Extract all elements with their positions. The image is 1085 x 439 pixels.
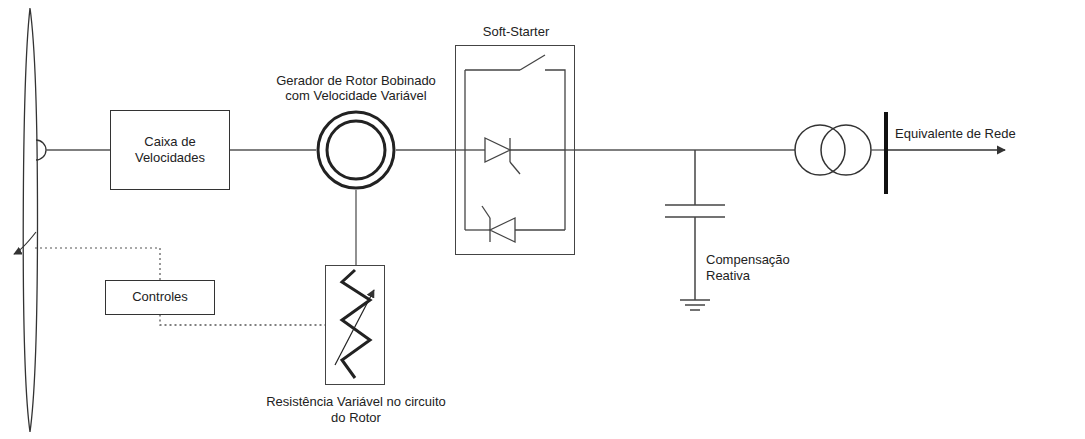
node-label: Caixa de Velocidades [128,134,212,165]
grid-bus-bar [884,112,888,194]
bus-wire [575,149,795,150]
shaft-wire [355,190,356,265]
gearbox-box: Caixa de Velocidades [110,110,230,190]
soft-starter-box: Soft-Starter [455,45,575,255]
turbine-blade [14,8,110,432]
controls-box: Controles [105,280,215,315]
control-signal-line [160,315,325,326]
pitch-control-line [34,248,160,280]
node-heading: Soft-Starter [446,24,586,40]
variable-resistor-box: Resistência Variável no circuito do Roto… [325,265,385,385]
reactive-compensation-label: Compensação Reativa [706,252,796,283]
shaft-wire [230,149,316,150]
generator-circle: Gerador de Rotor Bobinado com Velocidade… [316,110,396,190]
shaft-wire [396,149,455,150]
grid-arrow [888,149,1005,150]
node-heading: Resistência Variável no circuito do Roto… [266,394,446,425]
grid-equivalent-label: Equivalente de Rede [895,126,1075,142]
capacitor-symbol [665,150,725,310]
transformer-symbol [795,125,871,175]
soft-starter-thyristors [455,55,575,242]
bus-wire [871,149,884,150]
generator-symbol [316,110,396,190]
node-label: Controles [110,289,210,305]
node-heading: Gerador de Rotor Bobinado com Velocidade… [276,73,436,104]
variable-resistor-symbol [335,270,374,378]
